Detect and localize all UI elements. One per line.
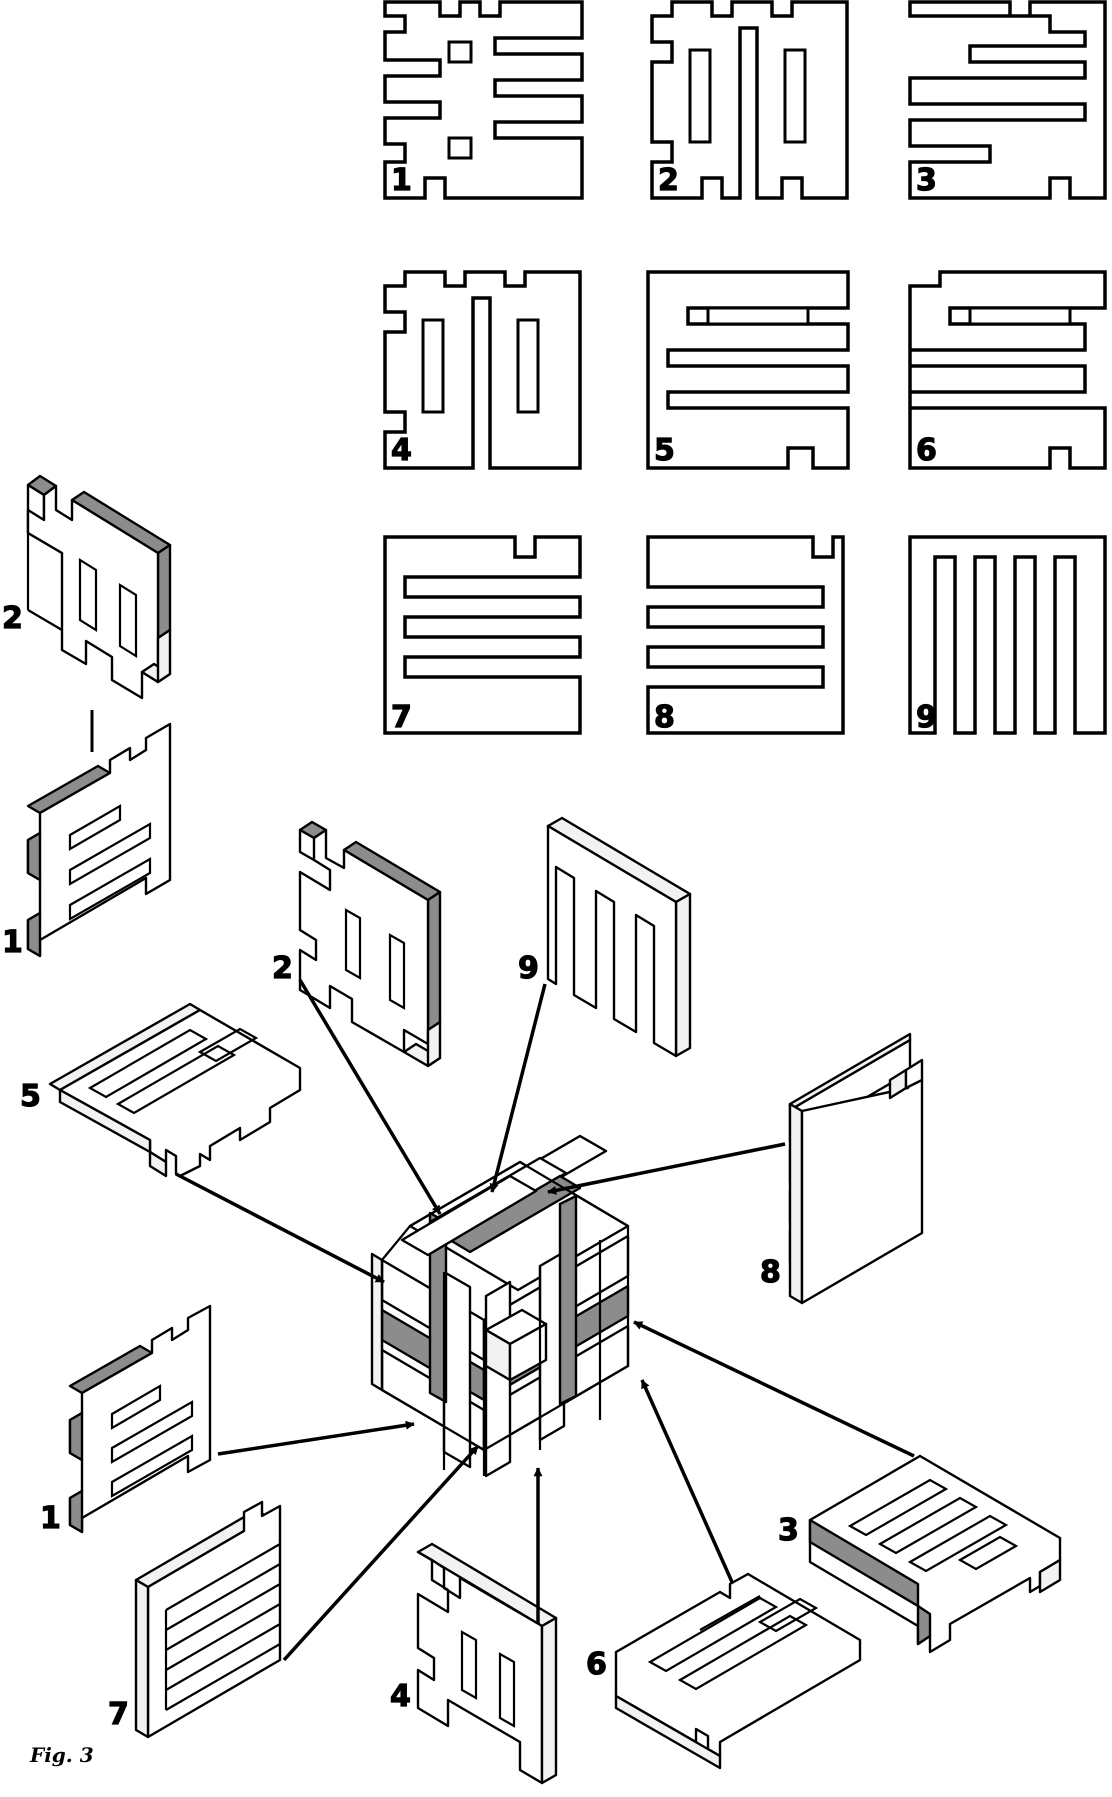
exploded-piece-6 bbox=[614, 1572, 862, 1770]
plan-piece-3: 3 bbox=[908, 0, 1107, 200]
plan-label-7: 7 bbox=[391, 700, 412, 735]
pair-piece-1 bbox=[26, 722, 172, 958]
plan-piece-1: 1 bbox=[383, 0, 584, 200]
exploded-piece-5 bbox=[48, 1002, 302, 1178]
arrow-1 bbox=[217, 1420, 415, 1456]
arrow-3 bbox=[633, 1320, 915, 1458]
plan-piece-6: 6 bbox=[908, 270, 1107, 470]
plan-label-9: 9 bbox=[916, 700, 937, 735]
exploded-piece-1 bbox=[68, 1304, 212, 1534]
exploded-label-4: 4 bbox=[390, 1679, 411, 1714]
exploded-label-8: 8 bbox=[760, 1255, 781, 1290]
exploded-piece-8 bbox=[788, 1032, 924, 1305]
arrow-9 bbox=[489, 983, 547, 1193]
exploded-label-6: 6 bbox=[586, 1647, 607, 1682]
plan-piece-5: 5 bbox=[646, 270, 850, 470]
figure-caption: Fig. 3 bbox=[29, 1743, 94, 1767]
exploded-piece-9 bbox=[546, 816, 692, 1058]
connected-pair: 2 1 bbox=[1, 474, 172, 961]
plan-label-3: 3 bbox=[916, 163, 937, 198]
exploded-label-5: 5 bbox=[20, 1079, 41, 1114]
exploded-label-2: 2 bbox=[272, 951, 293, 986]
arrow-7 bbox=[282, 1444, 480, 1662]
exploded-piece-4 bbox=[416, 1542, 558, 1785]
exploded-label-3: 3 bbox=[778, 1513, 799, 1548]
exploded-piece-7 bbox=[134, 1500, 282, 1739]
arrow-2 bbox=[298, 979, 442, 1215]
exploded-piece-3 bbox=[808, 1454, 1062, 1654]
assembly-arrows bbox=[175, 979, 915, 1662]
exploded-label-9: 9 bbox=[518, 951, 539, 986]
pair-label-bottom: 1 bbox=[2, 925, 23, 960]
exploded-piece-2 bbox=[298, 820, 442, 1068]
plan-grid: 1 2 3 4 5 6 bbox=[383, 0, 1107, 736]
assembled-cube bbox=[370, 1134, 630, 1478]
exploded-label-7: 7 bbox=[108, 1697, 129, 1732]
plan-piece-4: 4 bbox=[383, 270, 582, 470]
plan-label-4: 4 bbox=[391, 433, 412, 468]
plan-piece-8: 8 bbox=[646, 535, 845, 736]
plan-piece-7: 7 bbox=[383, 535, 582, 736]
plan-label-5: 5 bbox=[654, 433, 675, 468]
pair-label-top: 2 bbox=[2, 601, 23, 636]
plan-label-8: 8 bbox=[654, 700, 675, 735]
arrow-5 bbox=[175, 1172, 385, 1284]
plan-label-2: 2 bbox=[658, 163, 679, 198]
pair-piece-2 bbox=[26, 474, 172, 700]
exploded-pieces: 2 9 5 8 bbox=[19, 816, 1062, 1785]
plan-piece-2: 2 bbox=[650, 0, 849, 200]
exploded-label-1: 1 bbox=[40, 1501, 61, 1536]
plan-piece-9: 9 bbox=[908, 535, 1107, 736]
plan-label-6: 6 bbox=[916, 433, 937, 468]
arrow-6 bbox=[640, 1379, 734, 1583]
plan-label-1: 1 bbox=[391, 163, 412, 198]
arrow-8 bbox=[547, 1142, 786, 1195]
